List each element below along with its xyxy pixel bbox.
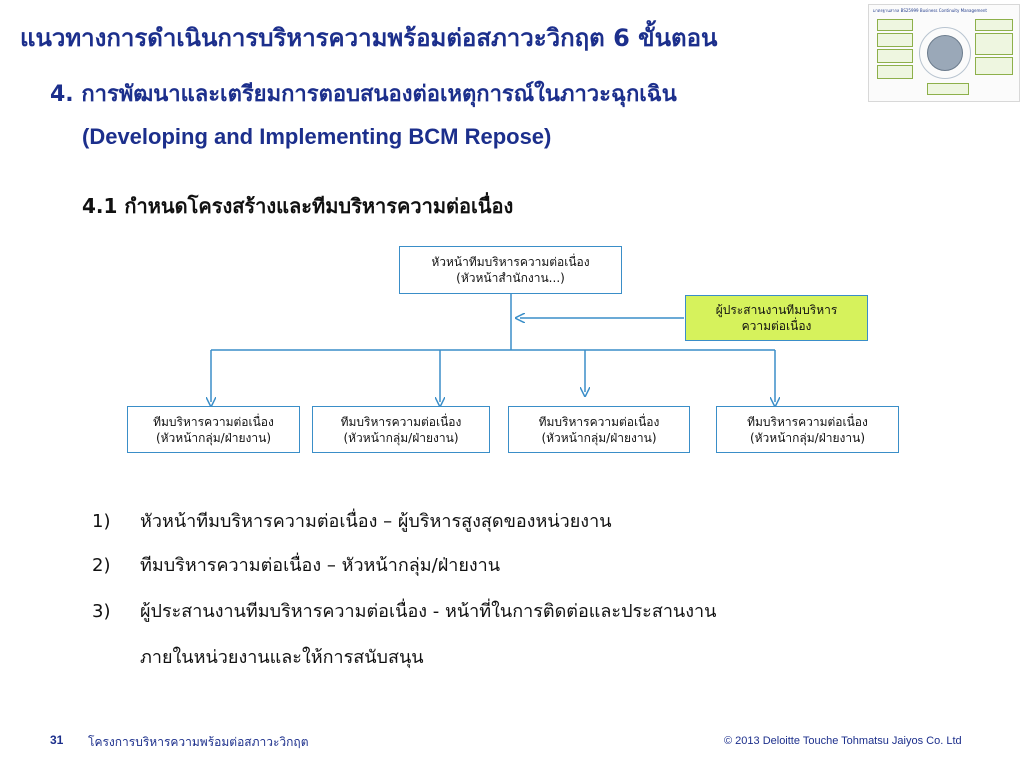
list-item: 1) หัวหน้าทีมบริหารความต่อเนื่อง – ผู้บริ… [92, 506, 612, 535]
org-team-line2: (หัวหน้ากลุ่ม/ฝ่ายงาน) [749, 430, 866, 445]
org-box-coordinator: ผู้ประสานงานทีมบริหาร ความต่อเนื่อง [685, 295, 868, 341]
org-head-line2: (หัวหน้าสำนักงาน...) [456, 271, 565, 285]
org-team-line1: ทีมบริหารความต่อเนื่อง [538, 414, 660, 429]
list-item-number: 2) [92, 555, 111, 576]
org-team-line2: (หัวหน้ากลุ่ม/ฝ่ายงาน) [343, 430, 459, 445]
org-coordinator-line2: ความต่อเนื่อง [741, 319, 812, 333]
list-item-text: หัวหน้าทีมบริหารความต่อเนื่อง – ผู้บริหา… [140, 511, 612, 532]
list-item: 3) ผู้ประสานงานทีมบริหารความต่อเนื่อง - ห… [92, 596, 716, 625]
footer-copyright: © 2013 Deloitte Touche Tohmatsu Jaiyos C… [724, 735, 962, 747]
org-team-line1: ทีมบริหารความต่อเนื่อง [153, 414, 274, 429]
list-item-continuation: ภายในหน่วยงานและให้การสนับสนุน [140, 647, 424, 668]
slide-subtitle-english: (Developing and Implementing BCM Repose) [82, 124, 552, 149]
org-team-line2: (หัวหน้ากลุ่ม/ฝ่ายงาน) [541, 430, 657, 445]
thumb-box [877, 19, 913, 31]
org-box-team-4: ทีมบริหารความต่อเนื่อง (หัวหน้ากลุ่ม/ฝ่า… [716, 406, 899, 453]
org-team-line1: ทีมบริหารความต่อเนื่อง [747, 414, 868, 429]
list-item: 2) ทีมบริหารความต่อเนื่อง – หัวหน้ากลุ่ม/… [92, 550, 500, 579]
thumb-box [877, 65, 913, 79]
list-item-text: ทีมบริหารความต่อเนื่อง – หัวหน้ากลุ่ม/ฝ่… [140, 555, 501, 576]
list-item-text: ผู้ประสานงานทีมบริหารความต่อเนื่อง - หน้… [140, 601, 717, 622]
thumbnail-caption: มาตรฐานสากล BS25999 Business Continuity … [873, 8, 987, 13]
org-team-line1: ทีมบริหารความต่อเนื่อง [340, 414, 462, 429]
org-head-line1: หัวหน้าทีมบริหารความต่อเนื่อง [431, 255, 590, 269]
list-item-number: 1) [92, 511, 111, 532]
thumb-box [877, 33, 913, 47]
org-box-team-1: ทีมบริหารความต่อเนื่อง (หัวหน้ากลุ่ม/ฝ่า… [127, 406, 300, 453]
thumb-center-circle [927, 35, 963, 71]
section-heading: 4.1 กำหนดโครงสร้างและทีมบริหารความต่อเนื… [82, 194, 514, 218]
thumb-ring [919, 27, 971, 79]
thumb-box [877, 49, 913, 63]
thumb-box [975, 57, 1013, 75]
slide-subtitle: 4. การพัฒนาและเตรียมการตอบสนองต่อเหตุการ… [50, 82, 677, 107]
thumb-box [975, 19, 1013, 31]
page-number: 31 [50, 733, 64, 747]
slide-title: แนวทางการดำเนินการบริหารความพร้อมต่อสภาว… [20, 24, 718, 52]
list-item-number: 3) [92, 601, 111, 622]
org-team-line2: (หัวหน้ากลุ่ม/ฝ่ายงาน) [155, 430, 272, 445]
thumb-box [927, 83, 969, 95]
org-box-head: หัวหน้าทีมบริหารความต่อเนื่อง (หัวหน้าสำ… [399, 246, 622, 294]
org-box-team-2: ทีมบริหารความต่อเนื่อง (หัวหน้ากลุ่ม/ฝ่า… [312, 406, 490, 453]
org-coordinator-line1: ผู้ประสานงานทีมบริหาร [715, 303, 838, 317]
thumb-box [975, 33, 1013, 55]
bcm-diagram-thumbnail: มาตรฐานสากล BS25999 Business Continuity … [868, 4, 1020, 102]
footer-project-name: โครงการบริหารความพร้อมต่อสภาวะวิกฤต [88, 735, 309, 749]
org-box-team-3: ทีมบริหารความต่อเนื่อง (หัวหน้ากลุ่ม/ฝ่า… [508, 406, 690, 453]
